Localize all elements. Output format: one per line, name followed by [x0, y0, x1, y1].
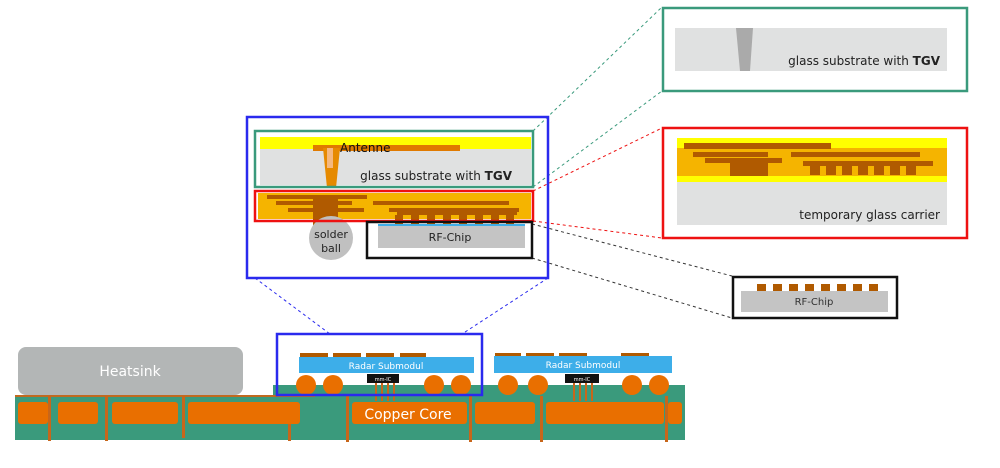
ball-label: ball: [321, 242, 341, 255]
blue-connector-right: [461, 277, 549, 335]
green-highlight-box: [253, 129, 535, 189]
glass-substrate-panel-label: glass substrate with TGV: [788, 54, 941, 68]
cross-section-detail: Antenne glass substrate with TGV solder …: [245, 115, 550, 280]
temporary-glass-carrier-label: temporary glass carrier: [799, 208, 940, 222]
mm-ic-label-1: mm-IC: [375, 377, 392, 383]
radar-submodul-label-2: Radar Submodul: [546, 361, 621, 371]
antenne-label: Antenne: [340, 141, 391, 155]
blue-connector-left: [254, 277, 331, 335]
radar-submodule-2: Radar Submodul mm-IC: [494, 353, 672, 401]
copper-core-label: Copper Core: [364, 407, 451, 423]
rf-chip-panel-label: RF-Chip: [795, 297, 834, 308]
chip-bumps: [395, 215, 514, 224]
glass-substrate: [260, 149, 531, 185]
heatsink-label: Heatsink: [99, 364, 161, 380]
radar-submodule-1: Radar Submodul mm-IC: [296, 353, 474, 401]
solder-label: solder: [314, 228, 348, 241]
glass-substrate-panel: glass substrate with TGV: [661, 6, 969, 93]
tgv-via-icon: [736, 28, 753, 71]
redistribution-traces: [267, 195, 519, 221]
rf-chip: [378, 226, 525, 248]
black-highlight-box: [365, 220, 534, 260]
temporary-carrier-panel: temporary glass carrier: [661, 126, 969, 240]
green-connector-bottom: [532, 90, 663, 188]
black-connector-bottom: [531, 257, 733, 319]
black-connector-top: [531, 223, 733, 277]
connector-lines: [254, 6, 733, 335]
antenna-metal: [313, 145, 460, 151]
solder-ball: [309, 216, 353, 260]
green-connector-top: [532, 6, 663, 132]
glass-substrate-label: glass substrate with TGV: [360, 169, 513, 183]
board-assembly: Copper Core Heatsink Radar Submodul mm-I…: [15, 332, 685, 442]
copper-core-segments: [18, 402, 682, 424]
red-connector-top: [532, 127, 663, 192]
heatsink: [18, 347, 243, 395]
mm-ic-label-2: mm-IC: [574, 377, 591, 383]
rf-chip-label: RF-Chip: [429, 231, 472, 244]
thermal-vias: [48, 396, 668, 442]
rf-chip-panel: RF-Chip: [731, 275, 899, 320]
red-connector-bottom: [532, 220, 663, 239]
blue-detail-box: [245, 115, 550, 280]
radar-submodul-label-1: Radar Submodul: [349, 362, 424, 372]
blue-source-box: [275, 332, 484, 397]
